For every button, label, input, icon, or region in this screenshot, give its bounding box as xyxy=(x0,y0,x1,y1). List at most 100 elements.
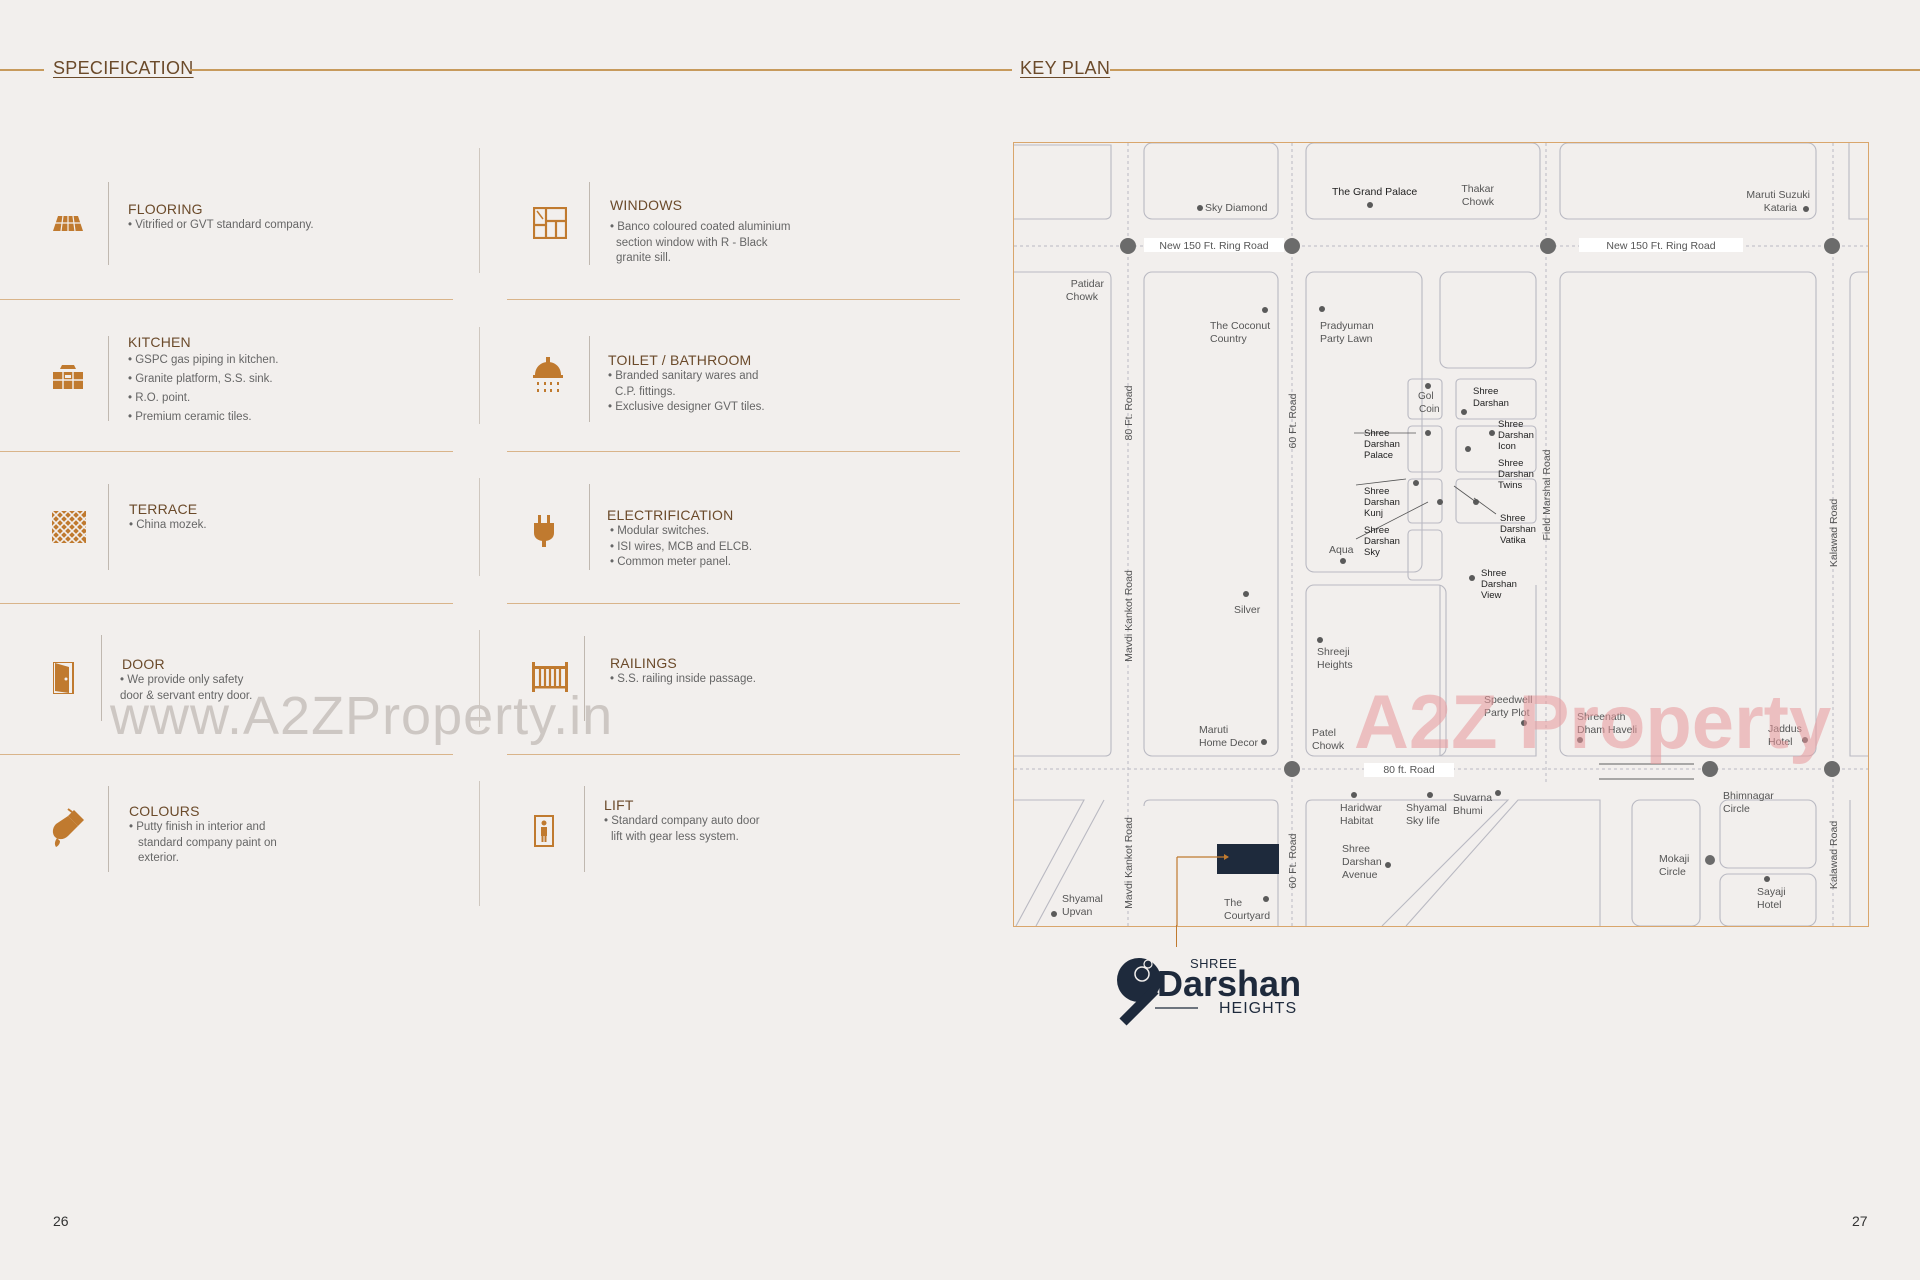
lift-title: LIFT xyxy=(604,797,634,813)
logo-shree-text: SHREE xyxy=(1190,956,1237,971)
colours-title: COLOURS xyxy=(129,803,200,819)
column-divider xyxy=(479,478,480,576)
detail-line: standard company paint on xyxy=(138,836,277,849)
detail-line: lift with gear less system. xyxy=(611,830,739,843)
detail-line: • We provide only safety xyxy=(120,674,244,686)
page-number-right: 27 xyxy=(1852,1213,1868,1229)
item-divider xyxy=(584,636,585,721)
row-divider xyxy=(507,451,960,452)
place-label: The Grand Palace xyxy=(1332,186,1417,198)
shree-darshan-heights-logo: SHREE Darshan HEIGHTS xyxy=(1115,950,1305,1035)
row-divider xyxy=(507,754,960,755)
railings-details: • S.S. railing inside passage. xyxy=(610,672,756,688)
map-watermark: A2Z Property xyxy=(1354,680,1831,765)
road-label-kalawad: Kalawad Road xyxy=(1828,499,1840,567)
detail-line: • ISI wires, MCB and ELCB. xyxy=(610,540,753,553)
detail-line: • Putty finish in interior and xyxy=(129,821,266,833)
road-label-60ft: 60 Ft. Road xyxy=(1287,393,1299,448)
lift-icon xyxy=(534,815,554,852)
electrification-details: • Modular switches. • ISI wires, MCB and… xyxy=(610,524,752,571)
flooring-details: • Vitrified or GVT standard company. xyxy=(128,218,314,234)
project-location-marker xyxy=(1176,763,1694,926)
row-divider xyxy=(507,299,960,300)
key-plan-heading: KEY PLAN xyxy=(1014,58,1117,79)
detail-line: • Exclusive designer GVT tiles. xyxy=(608,401,765,413)
windows-title: WINDOWS xyxy=(610,197,683,213)
colours-details: • Putty finish in interior and standard … xyxy=(129,820,277,867)
detail-line: • Granite platform, S.S. sink. xyxy=(128,373,273,385)
shower-icon xyxy=(533,357,563,400)
detail-line: • R.O. point. xyxy=(128,392,191,404)
specification-heading: SPECIFICATION xyxy=(47,58,200,79)
toilet-details: • Branded sanitary wares and C.P. fittin… xyxy=(608,369,765,416)
detail-line: • Common meter panel. xyxy=(610,556,731,568)
row-divider xyxy=(0,451,453,452)
detail-line: • Standard company auto door xyxy=(604,815,760,827)
detail-line: • Branded sanitary wares and xyxy=(608,370,759,382)
item-divider xyxy=(101,635,102,721)
detail-line: • GSPC gas piping in kitchen. xyxy=(128,354,279,366)
road-label-field-marshal: Field Marshal Road xyxy=(1541,449,1553,540)
item-divider xyxy=(589,182,590,265)
column-divider xyxy=(479,148,480,273)
item-divider xyxy=(584,786,585,872)
road-label-mavdi: Mavdi Kankot Road xyxy=(1123,817,1135,909)
spec-header-line-right xyxy=(190,69,1012,71)
paint-brush-icon xyxy=(52,808,86,855)
flooring-icon xyxy=(52,214,84,239)
row-divider xyxy=(0,603,453,604)
column-divider xyxy=(479,781,480,906)
leader-lines xyxy=(1354,432,1497,540)
road-label-backgrounds xyxy=(1144,238,1743,777)
column-divider xyxy=(479,630,480,727)
electrification-title: ELECTRIFICATION xyxy=(607,507,734,523)
door-title: DOOR xyxy=(122,656,165,672)
flooring-title: FLOORING xyxy=(128,201,203,217)
page-number-left: 26 xyxy=(53,1213,69,1229)
detail-line: • Vitrified or GVT standard company. xyxy=(128,219,314,231)
place-label: Aqua xyxy=(1329,544,1354,556)
detail-line: section window with R - Black xyxy=(616,236,768,249)
keyplan-header-line xyxy=(1110,69,1920,71)
row-divider xyxy=(0,754,453,755)
kitchen-details: • GSPC gas piping in kitchen. • Granite … xyxy=(128,351,278,427)
detail-line: • S.S. railing inside passage. xyxy=(610,673,756,685)
road-labels: New 150 Ft. Ring Road New 150 Ft. Ring R… xyxy=(1123,240,1840,909)
lift-details: • Standard company auto door lift with g… xyxy=(604,814,760,845)
item-divider xyxy=(589,336,590,422)
door-details: • We provide only safety door & servant … xyxy=(120,673,252,704)
detail-line: • China mozek. xyxy=(129,519,207,531)
key-plan-map: New 150 Ft. Ring Road New 150 Ft. Ring R… xyxy=(1013,142,1869,927)
detail-line: • Premium ceramic tiles. xyxy=(128,411,252,423)
windows-details: • Banco coloured coated aluminium sectio… xyxy=(610,220,790,267)
detail-line: • Modular switches. xyxy=(610,525,710,537)
road-label-60ft: 60 Ft. Road xyxy=(1287,833,1299,888)
logo-heights-text: HEIGHTS xyxy=(1219,1000,1297,1017)
terrace-title: TERRACE xyxy=(129,501,198,517)
plug-icon xyxy=(534,515,554,552)
detail-line: • Banco coloured coated aluminium xyxy=(610,221,791,233)
row-divider xyxy=(0,299,453,300)
